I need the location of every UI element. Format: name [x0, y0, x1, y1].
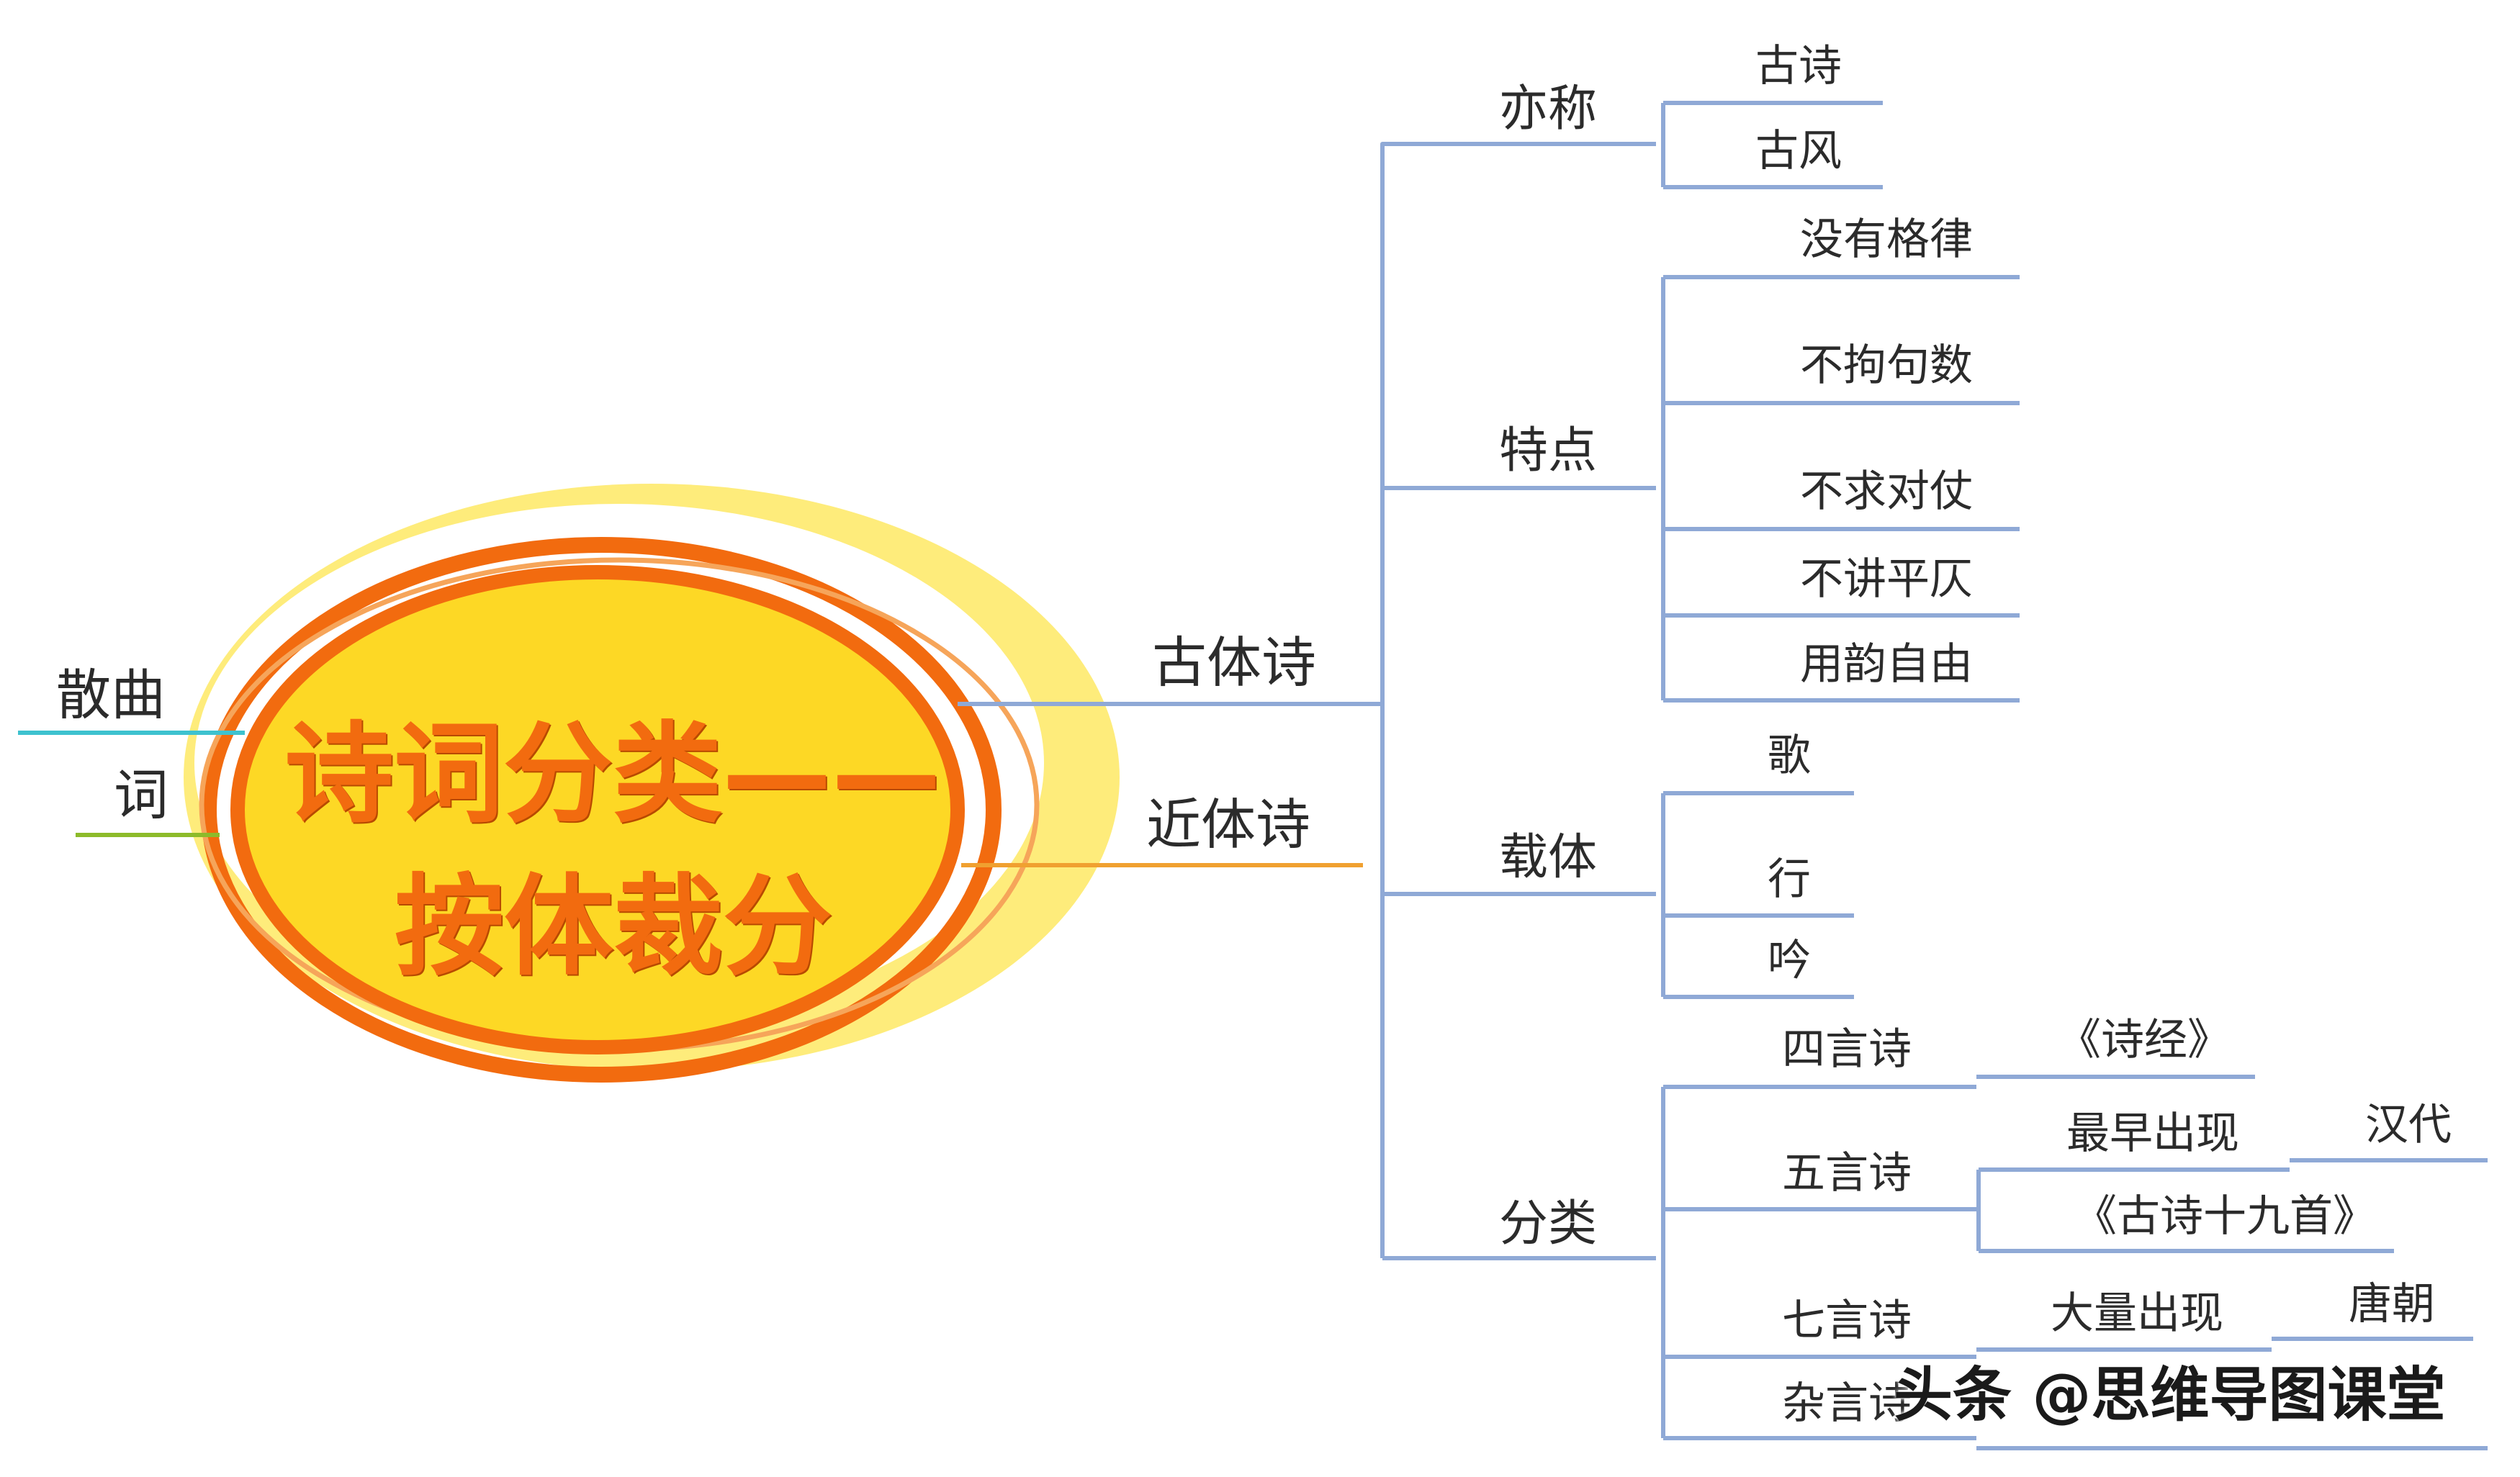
node-yin: 吟 — [1768, 936, 1811, 986]
node-buqiu-duizhang: 不求对仗 — [1800, 466, 1973, 517]
node-yicheng: 亦称 — [1499, 81, 1598, 137]
node-tangchao: 唐朝 — [2349, 1279, 2435, 1329]
node-zuizao-chuxian: 最早出现 — [2066, 1108, 2239, 1159]
node-daliang-chuxian: 大量出现 — [2051, 1288, 2223, 1339]
node-tedian: 特点 — [1499, 423, 1598, 479]
node-gufeng: 古风 — [1755, 126, 1842, 176]
node-xing: 行 — [1768, 854, 1811, 905]
node-bujiang-pingze: 不讲平仄 — [1800, 554, 1973, 605]
node-ci: 词 — [114, 763, 168, 827]
node-sanqu: 散曲 — [56, 663, 166, 727]
node-fenlei: 分类 — [1499, 1196, 1598, 1252]
node-gutishi: 古体诗 — [1152, 631, 1316, 695]
center-title-line1: 诗词分类—— — [284, 710, 941, 838]
wuyan-children-lines — [1976, 1167, 2394, 1253]
node-handai: 汉代 — [2365, 1100, 2452, 1150]
node-zayanshi: 杂言诗 — [1782, 1378, 1912, 1429]
node-jintishi: 近体诗 — [1146, 792, 1310, 857]
trunk-vertical — [1379, 142, 1390, 1258]
node-yongyun-ziyou: 用韵自由 — [1800, 639, 1973, 690]
tedian-children-lines — [1661, 275, 2020, 703]
zaiti-children-lines — [1661, 791, 1854, 999]
watermark: 头条 @思维导图课堂 — [1894, 1361, 2446, 1429]
yicheng-children-lines — [1661, 101, 1883, 189]
ellipse-body — [230, 565, 965, 1054]
node-wuyanshi: 五言诗 — [1782, 1148, 1912, 1198]
node-ge: 歌 — [1768, 731, 1811, 781]
node-shijing: 《诗经》 — [2058, 1015, 2231, 1065]
node-qiyanshi: 七言诗 — [1782, 1296, 1912, 1346]
center-title-line2: 按体裁分 — [395, 863, 832, 990]
node-meiyou-gelv: 没有格律 — [1800, 214, 1973, 265]
node-zaiti: 载体 — [1499, 829, 1598, 886]
node-siyanshi: 四言诗 — [1782, 1024, 1912, 1075]
fenlei-children-lines — [1661, 1085, 1976, 1440]
node-gushi: 古诗 — [1755, 41, 1842, 91]
ellipse-outer-ring — [201, 537, 1002, 1083]
node-gushi-shijiushou: 《古诗十九首》 — [2074, 1191, 2376, 1242]
node-buju-jushu: 不拘句数 — [1800, 340, 1973, 391]
